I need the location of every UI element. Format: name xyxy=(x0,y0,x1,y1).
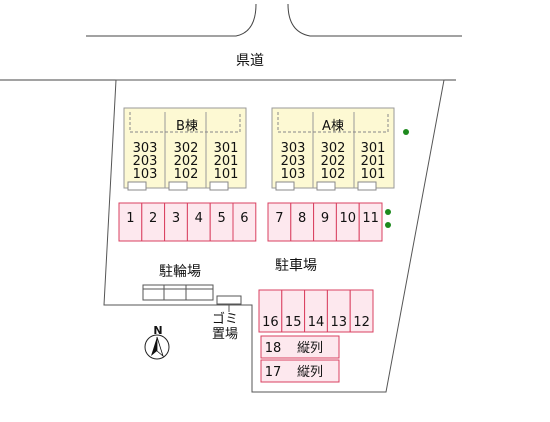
road-edge-left xyxy=(86,3,257,37)
parking-space-number: 15 xyxy=(285,315,302,330)
parking-space-number: 16 xyxy=(262,315,279,330)
parking-space-number: 3 xyxy=(172,211,180,226)
bicycle-label: 駐輪場 xyxy=(159,263,201,280)
parking-space-number: 4 xyxy=(195,211,203,226)
bicycle-parking xyxy=(142,284,214,301)
unit-b-202: 202 xyxy=(174,154,199,169)
prefectural-road: 県道 xyxy=(0,3,462,81)
unit-a-102: 102 xyxy=(321,167,346,182)
unit-a-101: 101 xyxy=(361,167,386,182)
road-label: 県道 xyxy=(236,53,264,69)
unit-b-201: 201 xyxy=(214,154,239,169)
parking-row-lower: 16 15 14 13 12 xyxy=(258,289,374,333)
tandem-number: 18 xyxy=(265,341,282,356)
parking-space-number: 6 xyxy=(240,211,248,226)
parking-space-number: 11 xyxy=(362,211,379,226)
building-b-balcony xyxy=(129,112,241,133)
unit-b-203: 203 xyxy=(133,154,158,169)
parking-space-number: 2 xyxy=(149,211,157,226)
unit-b-301: 301 xyxy=(214,141,239,156)
tandem-note: 縦列 xyxy=(297,365,323,380)
parking-space xyxy=(358,202,383,242)
parking-space xyxy=(232,202,257,242)
unit-b-101: 101 xyxy=(214,167,239,182)
garbage-label-line2: 置場 xyxy=(212,327,238,342)
unit-b-302: 302 xyxy=(174,141,199,156)
tree-icon xyxy=(385,222,391,228)
tree-icon xyxy=(403,129,409,135)
site-boundary xyxy=(103,79,445,393)
parking-label: 駐車場 xyxy=(275,257,317,274)
parking-space-number: 9 xyxy=(321,211,329,226)
unit-a-301: 301 xyxy=(361,141,386,156)
building-a: A棟 303 203 103 302 202 102 301 201 101 xyxy=(271,107,395,191)
parking-space-number: 7 xyxy=(275,211,283,226)
building-b: B棟 303 203 103 302 202 102 301 201 101 xyxy=(123,107,247,191)
parking-space-number: 12 xyxy=(353,315,370,330)
building-b-outline xyxy=(123,107,247,189)
unit-b-103: 103 xyxy=(133,167,158,182)
parking-space-number: 13 xyxy=(331,315,348,330)
tandem-note: 縦列 xyxy=(297,341,323,356)
parking-space-number: 14 xyxy=(308,315,325,330)
unit-b-102: 102 xyxy=(174,167,199,182)
unit-a-303: 303 xyxy=(281,141,306,156)
tandem-space-18: 18 縦列 xyxy=(260,335,340,359)
garbage-label-line1: ゴミ xyxy=(212,311,238,327)
unit-a-302: 302 xyxy=(321,141,346,156)
road-edge-right xyxy=(287,3,462,37)
tandem-number: 17 xyxy=(265,365,282,380)
parking-space-number: 5 xyxy=(217,211,225,226)
tree-icon xyxy=(385,209,391,215)
building-a-outline xyxy=(271,107,395,189)
building-b-label: B棟 xyxy=(176,119,198,134)
parking-space xyxy=(349,289,374,333)
parking-space-number: 8 xyxy=(298,211,306,226)
building-a-balcony xyxy=(277,112,389,133)
parking-space-number: 1 xyxy=(126,211,134,226)
building-a-label: A棟 xyxy=(322,119,344,134)
parking-space-number: 10 xyxy=(340,211,357,226)
north-arrow-icon: N xyxy=(144,324,170,360)
compass-label: N xyxy=(153,324,162,337)
unit-a-202: 202 xyxy=(321,154,346,169)
unit-b-303: 303 xyxy=(133,141,158,156)
unit-a-203: 203 xyxy=(281,154,306,169)
unit-a-201: 201 xyxy=(361,154,386,169)
tandem-space-17: 17 縦列 xyxy=(260,359,340,383)
garbage-area: ゴミ 置場 xyxy=(212,295,242,342)
unit-a-103: 103 xyxy=(281,167,306,182)
